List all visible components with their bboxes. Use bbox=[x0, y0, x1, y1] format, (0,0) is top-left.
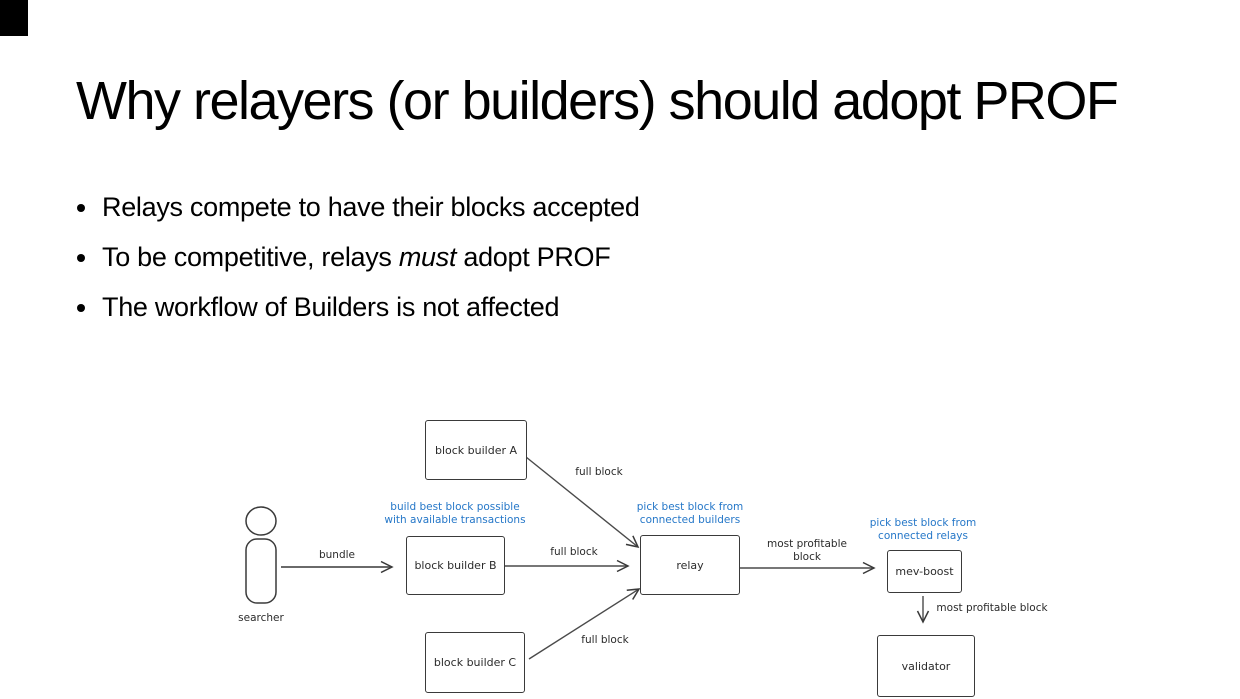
node-label: mev-boost bbox=[895, 565, 954, 578]
bullet-item: The workflow of Builders is not affected bbox=[100, 282, 640, 332]
node-relay: relay bbox=[640, 535, 740, 595]
bullet-item: Relays compete to have their blocks acce… bbox=[100, 182, 640, 232]
bullet-item: To be competitive, relays must adopt PRO… bbox=[100, 232, 640, 282]
node-label: relay bbox=[676, 558, 704, 572]
bullet-text: Relays compete to have their blocks acce… bbox=[102, 192, 640, 222]
node-label: block builder A bbox=[434, 443, 518, 457]
edge-label-full-block-c: full block bbox=[581, 634, 629, 646]
bullet-text: adopt PROF bbox=[456, 242, 611, 272]
searcher-label: searcher bbox=[238, 612, 284, 624]
annotation-line: connected builders bbox=[639, 514, 741, 526]
annotation-line: pick best block from bbox=[636, 501, 744, 513]
bullet-text: The workflow of Builders is not affected bbox=[102, 292, 560, 322]
node-block-builder-a: block builder A bbox=[425, 420, 527, 480]
edge-label-line: most profitable bbox=[767, 538, 847, 550]
arrow-builder-a-to-relay bbox=[525, 456, 640, 549]
edge-label-most-profitable-block: most profitable block bbox=[936, 602, 1048, 614]
edge-label-bundle: bundle bbox=[318, 549, 356, 561]
node-label: validator bbox=[901, 659, 951, 673]
bullet-list: Relays compete to have their blocks acce… bbox=[76, 182, 640, 332]
edge-label-line: block bbox=[793, 551, 821, 563]
edge-label-most-profitable-block-stacked: most profitable block bbox=[767, 538, 847, 564]
corner-black-rectangle bbox=[0, 0, 28, 36]
bullet-text-em: must bbox=[398, 242, 457, 272]
edge-label-full-block-b: full block bbox=[550, 546, 598, 558]
bullet-text: To be competitive, relays bbox=[102, 242, 399, 272]
node-label: block builder C bbox=[433, 656, 517, 669]
annotation-builder-b-note: build best block possible with available… bbox=[384, 501, 525, 527]
searcher-head bbox=[245, 506, 277, 536]
annotation-line: build best block possible bbox=[390, 501, 520, 513]
arrow-builder-c-to-relay bbox=[528, 588, 641, 660]
searcher-figure bbox=[245, 506, 277, 604]
annotation-mev-boost-note: pick best block from connected relays bbox=[870, 517, 976, 543]
node-block-builder-c: block builder C bbox=[425, 632, 525, 693]
slide-title: Why relayers (or builders) should adopt … bbox=[76, 71, 1119, 131]
node-validator: validator bbox=[877, 635, 975, 697]
node-mev-boost: mev-boost bbox=[887, 550, 962, 593]
annotation-relay-note: pick best block from connected builders bbox=[637, 501, 743, 527]
node-label: block builder B bbox=[414, 559, 497, 572]
edge-label-full-block-a: full block bbox=[575, 466, 623, 478]
annotation-line: connected relays bbox=[878, 530, 968, 542]
node-block-builder-b: block builder B bbox=[406, 536, 505, 595]
annotation-line: pick best block from bbox=[869, 517, 977, 529]
searcher-body bbox=[245, 538, 277, 604]
annotation-line: with available transactions bbox=[384, 514, 526, 526]
